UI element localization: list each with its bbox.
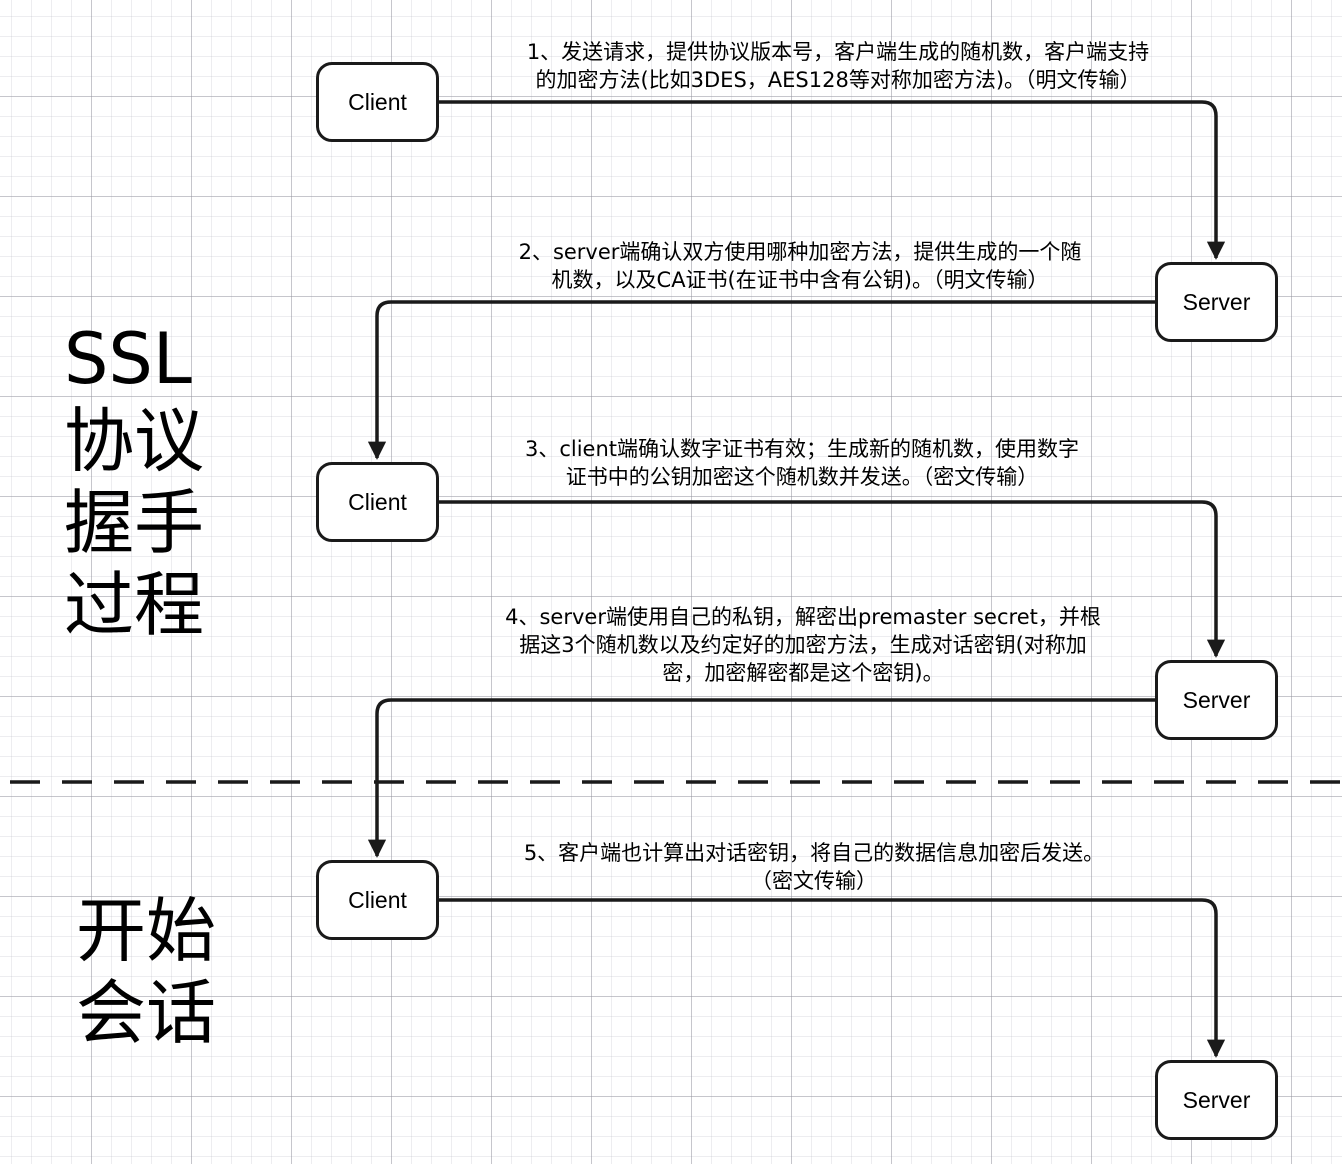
section-title-line: 会话 <box>76 972 216 1054</box>
arrow-step-1 <box>438 100 1226 260</box>
section-title-line: 过程 <box>64 564 204 646</box>
section-title-line: SSL <box>64 318 192 400</box>
step-1-label: 1、发送请求，提供协议版本号，客户端生成的随机数，客户端支持 的加密方法(比如3… <box>527 38 1149 94</box>
section-title-handshake: SSL 协议 握手 过程 <box>64 318 204 646</box>
client-node-2: Client <box>316 462 439 542</box>
step-3-label: 3、client端确认数字证书有效；生成新的随机数，使用数字 证书中的公钥加密这… <box>525 435 1079 491</box>
step-3-line-2: 证书中的公钥加密这个随机数并发送。（密文传输） <box>565 465 1039 489</box>
step-5-line-1: 5、客户端也计算出对话密钥，将自己的数据信息加密后发送。 <box>523 841 1105 865</box>
client-node-1: Client <box>316 62 439 142</box>
arrow-step-5 <box>438 898 1226 1058</box>
section-title-line: 开始 <box>76 890 216 972</box>
section-title-line: 握手 <box>64 482 204 564</box>
step-1-line-1: 1、发送请求，提供协议版本号，客户端生成的随机数，客户端支持 <box>526 40 1150 64</box>
step-4-label: 4、server端使用自己的私钥，解密出premaster secret，并根 … <box>505 603 1101 687</box>
arrow-step-2 <box>367 300 1155 460</box>
step-2-line-1: 2、server端确认双方使用哪种加密方法，提供生成的一个随 <box>518 240 1082 264</box>
step-5-label: 5、客户端也计算出对话密钥，将自己的数据信息加密后发送。 （密文传输） <box>524 839 1104 895</box>
step-4-line-1: 4、server端使用自己的私钥，解密出premaster secret，并根 <box>505 605 1101 629</box>
arrow-step-3 <box>438 500 1226 658</box>
arrow-step-4 <box>367 698 1155 858</box>
section-title-session: 开始 会话 <box>76 890 216 1054</box>
section-title-line: 协议 <box>64 400 204 482</box>
step-4-line-2: 据这3个随机数以及约定好的加密方法，生成对话密钥(对称加 <box>519 633 1087 657</box>
step-5-line-2: （密文传输） <box>750 869 877 893</box>
step-4-line-3: 密，加密解密都是这个密钥)。 <box>662 661 944 685</box>
server-node-1: Server <box>1155 262 1278 342</box>
server-node-3: Server <box>1155 1060 1278 1140</box>
server-node-2: Server <box>1155 660 1278 740</box>
step-2-line-2: 机数，以及CA证书(在证书中含有公钥)。（明文传输） <box>551 268 1049 292</box>
step-3-line-1: 3、client端确认数字证书有效；生成新的随机数，使用数字 <box>524 437 1080 461</box>
step-1-line-2: 的加密方法(比如3DES，AES128等对称加密方法)。（明文传输） <box>535 68 1141 92</box>
step-2-label: 2、server端确认双方使用哪种加密方法，提供生成的一个随 机数，以及CA证书… <box>519 238 1082 294</box>
client-node-3: Client <box>316 860 439 940</box>
